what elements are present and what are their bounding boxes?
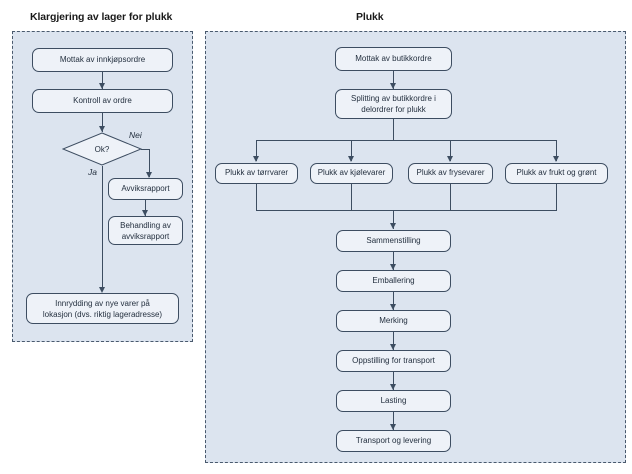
arrowhead-fanout-3 (447, 156, 453, 162)
node-sammenstilling[interactable]: Sammenstilling (336, 230, 451, 252)
arrowhead-fanout-4 (553, 156, 559, 162)
node-mottak-butikkordre[interactable]: Mottak av butikkordre (335, 47, 452, 71)
connector-merge-bus (256, 210, 557, 211)
panel-right-title: Plukk (356, 11, 384, 23)
node-splitting-butikkordre[interactable]: Splitting av butikkordre i delordrer for… (335, 89, 452, 119)
connector-merge-riser-4 (556, 184, 557, 211)
node-kontroll-av-ordre[interactable]: Kontroll av ordre (32, 89, 173, 113)
connector-merge-riser-1 (256, 184, 257, 211)
node-plukk-branch-1[interactable]: Plukk av tørrvarer (215, 163, 298, 184)
diamond-shape-icon (62, 132, 142, 166)
edge-label-nei: Nei (129, 130, 142, 140)
arrowhead-mottak-kontroll (99, 83, 105, 89)
arrowhead-mottak-splitting (390, 83, 396, 89)
splitting-line-2: delordrer for plukk (361, 105, 426, 114)
arrowhead-emballering-merking (390, 304, 396, 310)
edge-label-ja: Ja (88, 167, 97, 177)
connector-ja-vertical (102, 166, 103, 291)
node-oppstilling-transport[interactable]: Oppstilling for transport (336, 350, 451, 372)
connector-fanout-drop-1 (256, 140, 257, 161)
connector-mottak-splitting (393, 71, 394, 89)
arrowhead-fanout-2 (348, 156, 354, 162)
connector-merge-stem (393, 210, 394, 229)
splitting-line-1: Splitting av butikkordre i (351, 94, 436, 103)
node-decision-ok[interactable]: Ok? (62, 132, 142, 166)
arrowhead-lasting-transport (390, 424, 396, 430)
connector-nei-vertical (149, 149, 150, 177)
connector-mottak-kontroll (102, 72, 103, 89)
innrydding-line-1: Innrydding av nye varer på (55, 298, 150, 308)
arrowhead-kontroll-decision (99, 126, 105, 132)
connector-avvik-behandling (145, 200, 146, 216)
node-innrydding-nye-varer[interactable]: Innrydding av nye varer på lokasjon (dvs… (26, 293, 179, 324)
node-lasting[interactable]: Lasting (336, 390, 451, 412)
node-plukk-branch-4[interactable]: Plukk av frukt og grønt (505, 163, 608, 184)
innrydding-line-2: lokasjon (dvs. riktig lageradresse) (42, 309, 163, 319)
node-transport-levering[interactable]: Transport og levering (336, 430, 451, 452)
connector-kontroll-decision (102, 113, 103, 132)
node-behandling-avviksrapport[interactable]: Behandling av avviksrapport (108, 216, 183, 245)
arrowhead-avvik-behandling (142, 210, 148, 216)
arrowhead-merge-sammenstilling (390, 223, 396, 229)
behandling-line-1: Behandling av (120, 220, 171, 230)
node-merking[interactable]: Merking (336, 310, 451, 332)
connector-fanout-drop-2 (351, 140, 352, 161)
connector-lasting-transport (393, 412, 394, 430)
node-avviksrapport[interactable]: Avviksrapport (108, 178, 183, 200)
arrowhead-sammenstilling-emballering (390, 264, 396, 270)
connector-merge-riser-3 (450, 184, 451, 211)
connector-fanout-drop-4 (556, 140, 557, 161)
connector-sammenstilling-emballering (393, 252, 394, 270)
node-plukk-branch-2[interactable]: Plukk av kjølevarer (310, 163, 393, 184)
decision-label: Ok? (94, 144, 110, 154)
connector-merge-riser-2 (351, 184, 352, 211)
connector-fanout-bus (256, 140, 557, 141)
arrowhead-ja-innrydding (99, 287, 105, 293)
arrowhead-oppstilling-lasting (390, 384, 396, 390)
arrowhead-fanout-1 (253, 156, 259, 162)
arrowhead-nei-avvik (146, 172, 152, 178)
connector-nei-horizontal (141, 149, 150, 150)
connector-emballering-merking (393, 292, 394, 310)
behandling-line-2: avviksrapport (121, 231, 170, 241)
connector-merking-oppstilling (393, 332, 394, 350)
node-mottak-innkjopsordre[interactable]: Mottak av innkjøpsordre (32, 48, 173, 72)
connector-oppstilling-lasting (393, 372, 394, 390)
panel-left-title: Klargjering av lager for plukk (30, 11, 173, 23)
connector-splitting-bus-stem (393, 119, 394, 140)
arrowhead-merking-oppstilling (390, 344, 396, 350)
node-emballering[interactable]: Emballering (336, 270, 451, 292)
node-plukk-branch-3[interactable]: Plukk av frysevarer (408, 163, 493, 184)
connector-fanout-drop-3 (450, 140, 451, 161)
